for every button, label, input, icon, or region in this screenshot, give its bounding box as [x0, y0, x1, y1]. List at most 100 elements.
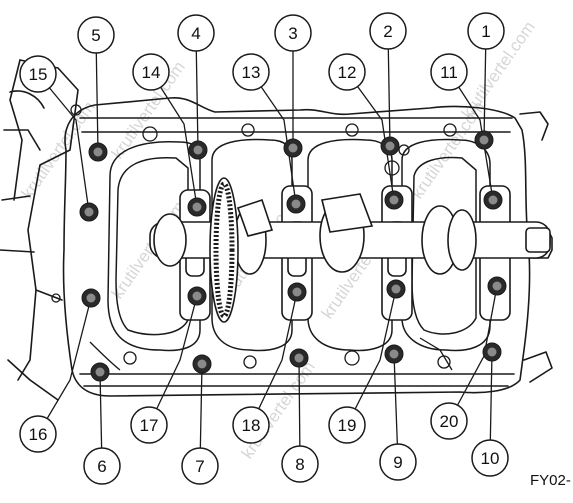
bolt-12 [384, 190, 404, 210]
callout-circle-17 [130, 406, 168, 444]
callout-number-20: 20 [440, 412, 459, 431]
callout-circle-12 [328, 53, 366, 91]
callout-number-8: 8 [295, 455, 304, 474]
block-details [51, 104, 457, 371]
bolt-11 [483, 190, 503, 210]
figure-code: FY02- [530, 472, 571, 489]
callout-circle-4 [177, 14, 215, 52]
leader-line-4 [195, 32, 199, 151]
bolt-6 [90, 362, 110, 382]
callout-circle-10 [471, 439, 509, 477]
callout-20: 20 [430, 402, 468, 440]
leader-line-18 [250, 291, 298, 426]
crank-gear [209, 177, 239, 323]
callout-circle-15 [19, 55, 57, 93]
callout-number-14: 14 [142, 63, 161, 82]
callout-circle-7 [181, 447, 219, 485]
callout-12: 12 [328, 53, 366, 91]
bolt-7 [192, 354, 212, 374]
callout-number-5: 5 [91, 26, 100, 45]
bolt-19 [386, 279, 406, 299]
callout-11: 11 [430, 53, 468, 91]
bolt-2 [380, 136, 400, 156]
callout-number-18: 18 [242, 416, 261, 435]
leader-line-14 [150, 71, 198, 208]
callout-circle-5 [77, 16, 115, 54]
leader-line-16 [37, 297, 92, 435]
callout-circle-8 [281, 445, 319, 483]
bolt-4 [188, 140, 208, 160]
bolt-17 [187, 286, 207, 306]
bolt-16 [81, 288, 101, 308]
bolt-group [79, 130, 507, 382]
callout-circle-9 [379, 443, 417, 481]
callout-17: 17 [130, 406, 168, 444]
leader-line-17 [148, 295, 198, 426]
callout-number-9: 9 [393, 453, 402, 472]
bolt-8 [289, 348, 309, 368]
bolt-15 [79, 202, 99, 222]
bolt-18 [287, 282, 307, 302]
bolt-14 [187, 197, 207, 217]
leader-line-2 [387, 30, 391, 147]
callout-1: 1 [467, 12, 505, 50]
crankshaft [149, 193, 551, 275]
callout-number-7: 7 [195, 457, 204, 476]
callout-number-6: 6 [97, 457, 106, 476]
callout-10: 10 [471, 439, 509, 477]
callout-3: 3 [274, 14, 312, 52]
callout-number-10: 10 [481, 449, 500, 468]
leader-lines [37, 30, 498, 467]
bolt-13 [286, 194, 306, 214]
callout-4: 4 [177, 14, 215, 52]
callout-number-19: 19 [338, 416, 357, 435]
callout-number-12: 12 [338, 63, 357, 82]
callout-19: 19 [328, 406, 366, 444]
callout-circle-2 [369, 12, 407, 50]
callout-18: 18 [232, 406, 270, 444]
callout-number-13: 13 [242, 63, 261, 82]
callout-circle-19 [328, 406, 366, 444]
leader-line-15 [37, 73, 90, 213]
callout-number-16: 16 [29, 425, 48, 444]
callout-number-4: 4 [191, 24, 200, 43]
watermark-text-1: krutilvertel.com [18, 98, 99, 203]
callout-circle-13 [232, 53, 270, 91]
leader-line-12 [346, 71, 395, 201]
bolt-3 [283, 138, 303, 158]
leader-line-13 [250, 71, 297, 205]
bolt-10 [482, 342, 502, 362]
callout-8: 8 [281, 445, 319, 483]
callout-9: 9 [379, 443, 417, 481]
callout-circle-18 [232, 406, 270, 444]
callout-circle-16 [19, 415, 57, 453]
bolt-5 [88, 142, 108, 162]
leader-line-11 [448, 71, 494, 201]
callout-circle-3 [274, 14, 312, 52]
bolt-20 [487, 276, 507, 296]
callout-number-3: 3 [288, 24, 297, 43]
callout-13: 13 [232, 53, 270, 91]
callout-number-1: 1 [481, 22, 490, 41]
callout-circle-14 [132, 53, 170, 91]
leader-line-5 [95, 34, 99, 153]
callout-16: 16 [19, 415, 57, 453]
callout-number-11: 11 [440, 63, 458, 82]
callout-circle-1 [467, 12, 505, 50]
bolt-1 [474, 130, 494, 150]
callout-14: 14 [132, 53, 170, 91]
bolt-9 [384, 344, 404, 364]
callout-7: 7 [181, 447, 219, 485]
callout-15: 15 [19, 55, 57, 93]
callout-6: 6 [83, 447, 121, 485]
callout-5: 5 [77, 16, 115, 54]
callout-circle-20 [430, 402, 468, 440]
leader-line-19 [346, 288, 397, 426]
callout-number-17: 17 [140, 416, 159, 435]
callout-circle-11 [430, 53, 468, 91]
callout-circle-6 [83, 447, 121, 485]
callout-number-15: 15 [29, 65, 48, 84]
callout-number-2: 2 [383, 22, 392, 41]
